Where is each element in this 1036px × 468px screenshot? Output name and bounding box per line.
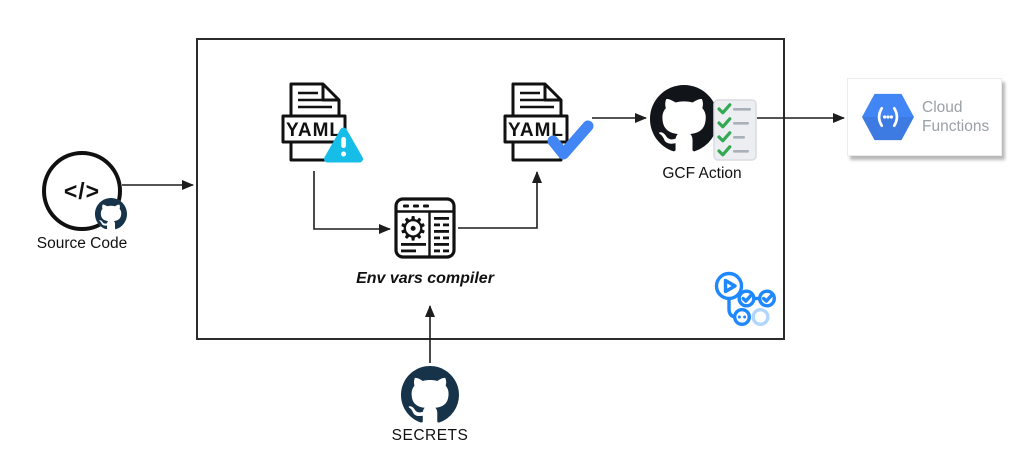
github-mark-icon: [650, 85, 718, 152]
source-code-label: Source Code: [36, 235, 128, 252]
gcf-action-label: GCF Action: [662, 165, 742, 182]
checklist-icon: [713, 99, 757, 161]
github-actions-icon: [714, 271, 777, 327]
github-badge-icon: [95, 198, 127, 230]
cloud-functions-icon: [862, 93, 915, 141]
yaml-banner-text: YAML: [508, 120, 564, 141]
env-compiler-icon: ⚙: [394, 197, 456, 259]
secrets-label: SECRETS: [391, 427, 469, 444]
arrow-yaml-warning-to-compiler: [313, 171, 391, 234]
pipeline-box: [196, 38, 785, 340]
source-code-icon: </>: [42, 151, 122, 231]
code-glyph: </>: [63, 177, 101, 204]
yaml-file-valid-icon: YAML: [503, 82, 594, 162]
secrets-github-icon: [401, 366, 459, 423]
cloud-functions-card: Cloud Functions: [847, 78, 1002, 156]
yaml-file-warning-icon: YAML: [281, 82, 363, 163]
check-mark-icon: [547, 120, 594, 160]
arrow-compiler-to-yaml-valid: [458, 171, 542, 229]
env-compiler-label: Env vars compiler: [356, 270, 494, 287]
gear-icon: ⚙: [398, 209, 428, 248]
cloud-functions-label: Cloud Functions: [922, 98, 990, 135]
yaml-banner-text: YAML: [286, 120, 342, 141]
